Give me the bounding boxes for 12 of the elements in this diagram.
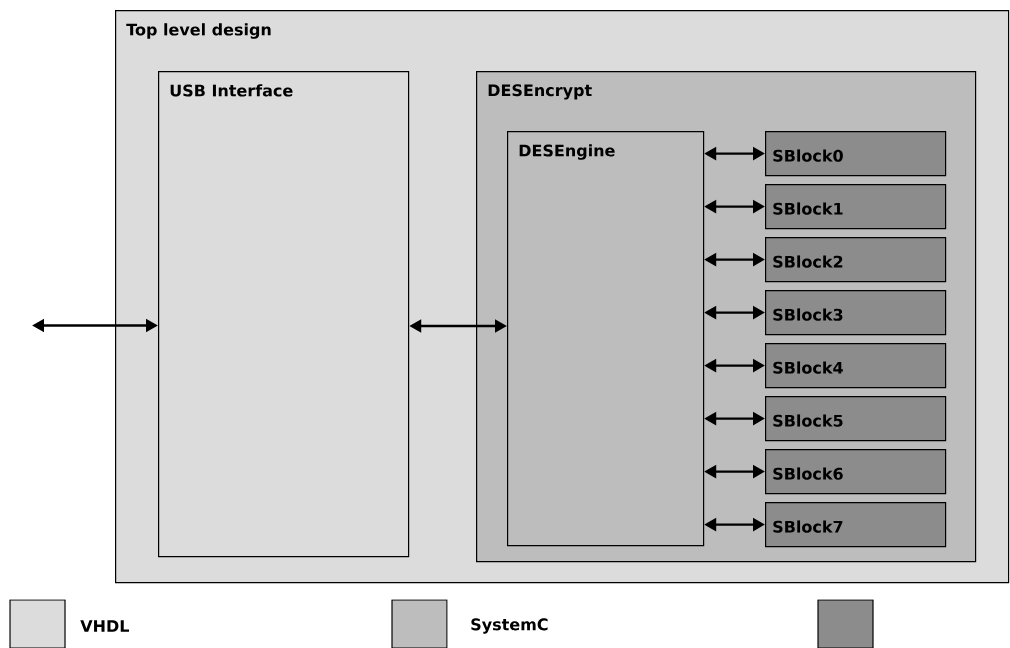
block-box: SBlock6 [765, 449, 947, 495]
block-box: SBlock5 [765, 396, 947, 442]
legend-label: VHDL [80, 620, 129, 632]
block-box: DESEngine [507, 131, 705, 547]
block-box: SBlock3 [765, 290, 947, 336]
legend-label: SystemC [471, 618, 548, 634]
block-box: SBlock7 [765, 502, 947, 548]
block-box: USB Interface [158, 71, 410, 558]
block-box: SBlock1 [765, 184, 947, 230]
block-box: SBlock0 [765, 131, 947, 177]
block-box: SBlock2 [765, 237, 947, 283]
block-box: SBlock4 [765, 343, 947, 389]
